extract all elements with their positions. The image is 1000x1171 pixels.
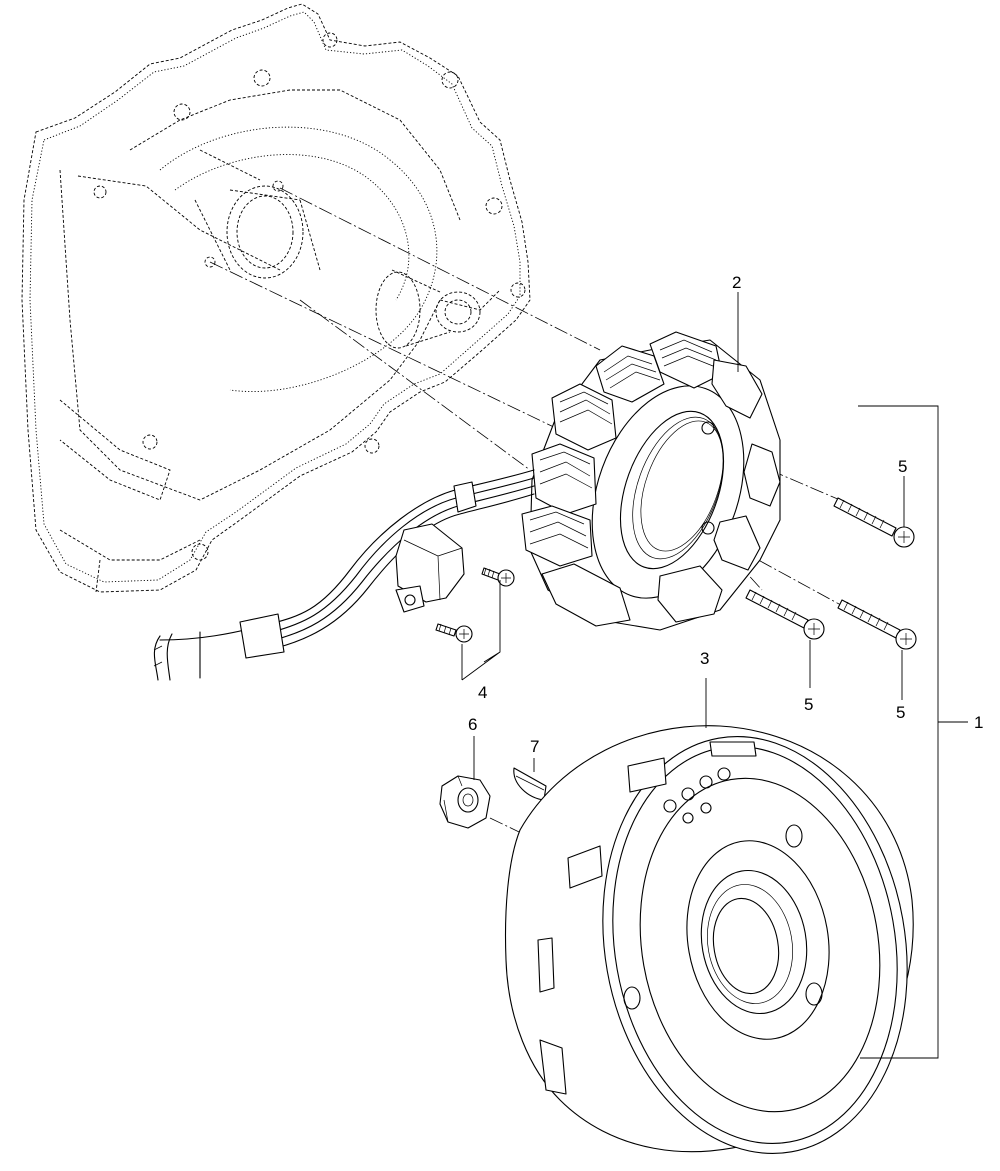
- callout-5-mid: 5: [804, 695, 813, 714]
- stator: [521, 331, 781, 631]
- pickup-coil: [395, 523, 465, 613]
- woodruff-key: [513, 767, 547, 801]
- center-lines: [209, 187, 851, 843]
- stator-coil-right: [743, 443, 781, 507]
- callout-5-top: 5: [898, 457, 907, 476]
- flywheel-nut: [439, 775, 491, 829]
- stator-coil-left: [531, 443, 597, 515]
- wire-harness: [153, 469, 535, 681]
- callout-labels: 1 2 3 4 5 5 5 6 7: [468, 273, 983, 756]
- stator-screw-right: [837, 599, 917, 650]
- stator-screw-top: [833, 497, 915, 548]
- flywheel-rotor: [504, 725, 914, 1154]
- stator-screw-mid: [745, 589, 825, 640]
- pickup-screw-upper: [481, 567, 515, 587]
- callout-3: 3: [700, 649, 709, 668]
- stator-coil-bottom-mid: [657, 565, 723, 623]
- callout-5-right: 5: [896, 703, 905, 722]
- callout-7: 7: [530, 737, 539, 756]
- stator-coil-bottom: [541, 563, 631, 627]
- callout-2: 2: [732, 273, 741, 292]
- callout-6: 6: [468, 715, 477, 734]
- leader-lines: [461, 292, 968, 1059]
- stator-coil-top-right: [711, 359, 763, 419]
- callout-4: 4: [478, 683, 487, 702]
- stator-coil-left-upper: [551, 383, 617, 451]
- engine-cover-phantom: [21, 3, 531, 593]
- stator-coil-left-lower: [521, 505, 593, 567]
- stator-coil-bottom-right: [713, 515, 761, 571]
- callout-1: 1: [974, 713, 983, 732]
- stator-coil-top-left: [595, 345, 665, 403]
- pickup-screw-lower: [435, 623, 473, 643]
